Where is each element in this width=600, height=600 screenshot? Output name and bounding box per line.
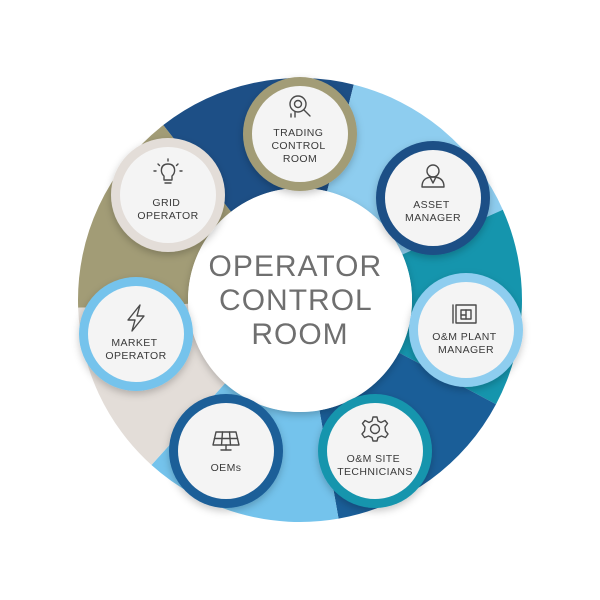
node-face (252, 86, 348, 182)
blueprint-icon (452, 304, 477, 324)
node-face (120, 147, 216, 243)
node-face (178, 403, 274, 499)
center-title-line-2: CONTROL (219, 284, 372, 317)
person-icon (421, 164, 445, 188)
node-market-operator: MARKET OPERATOR (79, 277, 193, 391)
node-label: GRID OPERATOR (137, 197, 198, 222)
node-label: O&M SITE TECHNICIANS (337, 453, 413, 478)
center-circle (188, 188, 412, 412)
node-label: MARKET OPERATOR (105, 337, 166, 362)
gear-icon (361, 416, 389, 442)
node-label: OEMs (211, 462, 242, 474)
center-title: OPERATOR CONTROL ROOM (209, 250, 392, 351)
node-asset-manager: ASSET MANAGER (376, 141, 490, 255)
solar-panel-icon (212, 431, 240, 451)
node-grid-operator: GRID OPERATOR (111, 138, 225, 252)
node-label: ASSET MANAGER (405, 199, 461, 224)
node-om-plant-manager: O&M PLANT MANAGER (409, 273, 523, 387)
lightning-icon (127, 304, 145, 332)
dashboard-magnifier-icon (289, 95, 311, 118)
center-title-line-3: ROOM (251, 318, 348, 351)
node-face (385, 150, 481, 246)
node-face (418, 282, 514, 378)
node-trading-control-room: TRADING CONTROL ROOM (243, 77, 357, 191)
node-label: O&M PLANT MANAGER (432, 331, 499, 356)
node-oems: OEMs (169, 394, 283, 508)
node-face (327, 403, 423, 499)
node-om-site-technicians: O&M SITE TECHNICIANS (318, 394, 432, 508)
node-face (88, 286, 184, 382)
node-label: TRADING CONTROL ROOM (271, 127, 328, 165)
center-title-line-1: OPERATOR (209, 250, 383, 283)
lightbulb-icon (153, 158, 183, 184)
